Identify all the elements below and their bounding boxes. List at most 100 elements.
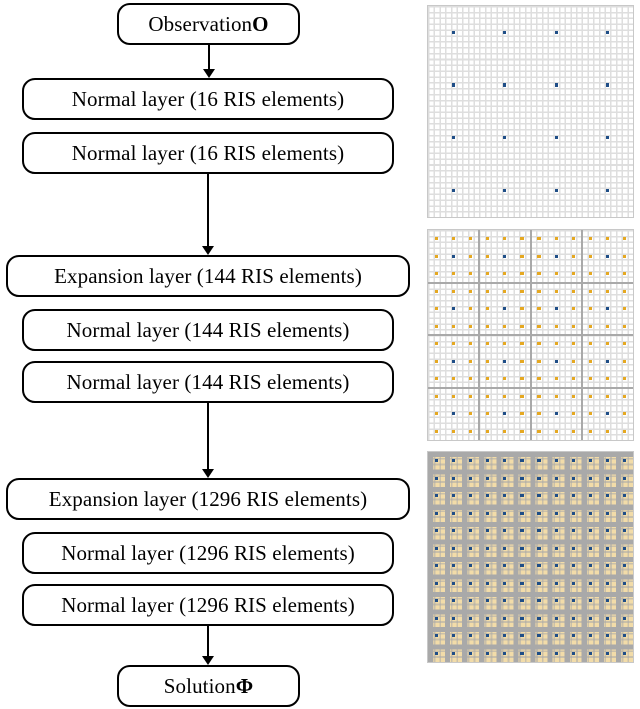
- ris-element-active: [571, 377, 575, 381]
- ris-element-seed: [622, 651, 627, 655]
- connector-arrowhead-0: [202, 69, 215, 78]
- ris-element-active: [605, 377, 609, 381]
- ris-element-seed: [503, 564, 507, 568]
- ris-element-active: [554, 394, 558, 398]
- ris-element-active: [503, 272, 507, 276]
- ris-element-seed: [520, 476, 524, 480]
- ris-element-seed: [571, 529, 575, 533]
- ris-element-active: [469, 412, 473, 416]
- ris-element-seed: [537, 511, 541, 515]
- ris-element-active: [503, 377, 507, 381]
- ris-element-seed: [537, 529, 541, 533]
- ris-element-seed: [554, 511, 558, 515]
- ris-element-active: [537, 377, 541, 381]
- ris-element-seed: [503, 546, 507, 550]
- ris-element-seed: [571, 476, 575, 480]
- ris-element-seed: [452, 511, 456, 515]
- ris-element-active: [486, 342, 490, 346]
- flow-node-normal-1296-a: Normal layer (1296 RIS elements): [22, 532, 394, 574]
- ris-fine-grid: [428, 6, 633, 217]
- ris-element-seed: [622, 581, 627, 585]
- ris-element-active: [486, 237, 490, 241]
- ris-element-seed: [486, 459, 490, 463]
- ris-element-active: [520, 289, 524, 293]
- connector-line-1: [207, 174, 209, 247]
- ris-element-active: [469, 289, 473, 293]
- ris-element-active: [469, 254, 473, 258]
- ris-element-active: [554, 429, 558, 433]
- ris-element-seed: [588, 599, 592, 603]
- ris-element-seed: [520, 634, 524, 638]
- ris-element-active: [605, 429, 609, 433]
- flow-node-normal-144-a: Normal layer (144 RIS elements): [22, 309, 394, 351]
- ris-element-active: [554, 83, 558, 87]
- ris-element-seed: [622, 459, 627, 463]
- ris-element-seed: [605, 307, 609, 311]
- ris-element-seed: [452, 599, 456, 603]
- ris-element-seed: [503, 634, 507, 638]
- ris-element-seed: [571, 546, 575, 550]
- connector-arrowhead-1: [202, 246, 214, 255]
- ris-element-seed: [486, 616, 490, 620]
- ris-element-seed: [486, 546, 490, 550]
- ris-element-active: [434, 429, 439, 433]
- ris-element-active: [537, 289, 541, 293]
- flow-node-symbol: Φ: [235, 673, 254, 698]
- ris-element-seed: [605, 494, 609, 498]
- ris-element-seed: [452, 634, 456, 638]
- flow-node-label: Normal layer (1296 RIS elements): [61, 592, 355, 617]
- ris-element-active: [605, 83, 609, 87]
- ris-element-active: [520, 429, 524, 433]
- ris-element-active: [452, 377, 456, 381]
- ris-element-seed: [622, 511, 627, 515]
- ris-element-active: [486, 394, 490, 398]
- ris-element-active: [554, 377, 558, 381]
- ris-element-active: [520, 237, 524, 241]
- ris-element-seed: [486, 564, 490, 568]
- ris-element-active: [452, 83, 456, 87]
- ris-element-active: [605, 272, 609, 276]
- ris-element-seed: [605, 511, 609, 515]
- ris-element-active: [434, 342, 439, 346]
- ris-element-active: [588, 289, 592, 293]
- ris-element-active: [503, 342, 507, 346]
- ris-element-active: [622, 359, 627, 363]
- ris-element-active: [486, 324, 490, 328]
- ris-element-seed: [571, 459, 575, 463]
- ris-element-seed: [588, 546, 592, 550]
- flow-node-label: Normal layer (16 RIS elements): [71, 86, 345, 111]
- flow-node-label: Expansion layer (1296 RIS elements): [48, 486, 368, 511]
- ris-element-seed: [588, 651, 592, 655]
- ris-element-seed: [452, 412, 456, 416]
- ris-element-active: [452, 30, 456, 34]
- ris-element-active: [469, 324, 473, 328]
- ris-element-seed: [588, 459, 592, 463]
- ris-element-active: [503, 324, 507, 328]
- ris-element-active: [588, 394, 592, 398]
- ris-element-active: [452, 429, 456, 433]
- ris-element-seed: [588, 634, 592, 638]
- flow-node-solution: Solution Φ: [117, 665, 300, 707]
- ris-element-seed: [537, 651, 541, 655]
- ris-element-active: [520, 307, 524, 311]
- ris-element-active: [554, 136, 558, 140]
- ris-element-active: [622, 412, 627, 416]
- ris-element-seed: [469, 634, 473, 638]
- ris-element-seed: [520, 511, 524, 515]
- ris-element-active: [571, 429, 575, 433]
- ris-element-active: [622, 377, 627, 381]
- ris-element-seed: [605, 581, 609, 585]
- flow-node-label: Expansion layer (144 RIS elements): [54, 263, 362, 288]
- ris-element-active: [622, 237, 627, 241]
- ris-element-active: [486, 359, 490, 363]
- ris-element-active: [434, 324, 439, 328]
- ris-element-active: [486, 412, 490, 416]
- ris-element-seed: [622, 616, 627, 620]
- ris-element-seed: [554, 546, 558, 550]
- ris-element-active: [469, 429, 473, 433]
- ris-element-seed: [588, 581, 592, 585]
- ris-element-active: [434, 289, 439, 293]
- ris-element-active: [588, 429, 592, 433]
- ris-element-seed: [434, 651, 439, 655]
- ris-element-active: [503, 188, 507, 193]
